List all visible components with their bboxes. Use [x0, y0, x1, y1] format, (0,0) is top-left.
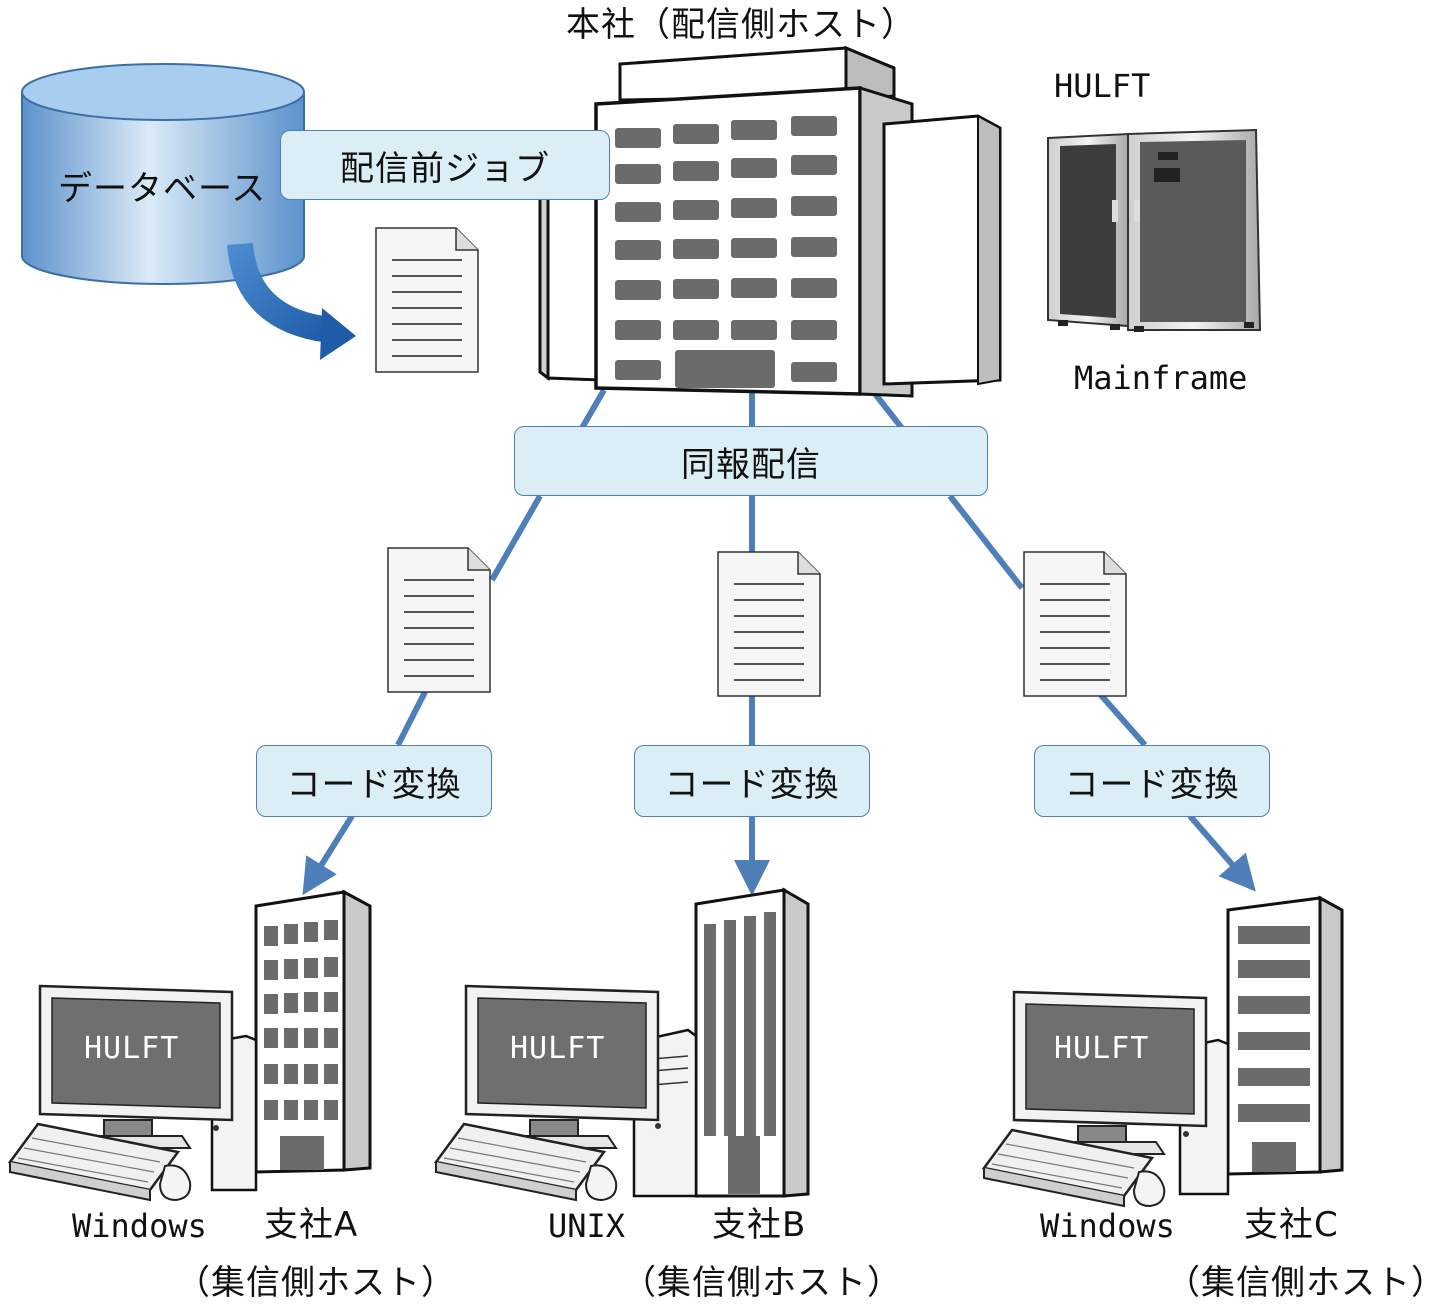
database-icon	[21, 63, 305, 285]
conversion-label-c: コード変換	[1064, 764, 1240, 805]
connector-broadcast-a	[489, 494, 543, 582]
branch-b-name: 支社B	[712, 1205, 807, 1245]
branch-c-name: 支社C	[1244, 1205, 1339, 1245]
conversion-label-b: コード変換	[664, 764, 840, 805]
document-icon-hq	[375, 227, 479, 373]
branch-a-os: Windows	[72, 1207, 207, 1245]
document-icon-branch-a	[387, 547, 491, 693]
connector-doc-a	[395, 690, 428, 747]
document-icon-branch-c	[1023, 551, 1127, 697]
mainframe-hulft-label: HULFT	[1054, 67, 1151, 105]
branch-a-role: （集信側ホスト）	[176, 1263, 456, 1303]
extract-arrow-icon	[227, 242, 332, 343]
pre-job-label: 配信前ジョブ	[340, 148, 550, 189]
connector-lines	[302, 388, 1256, 896]
connector-hq-right	[869, 388, 908, 434]
document-icon-branch-b	[717, 551, 821, 697]
database-label: データベース	[58, 169, 267, 209]
branch-c-pc-icon	[982, 990, 1208, 1208]
extract-arrow-head-icon	[320, 308, 356, 360]
conversion-box-b: コード変換	[634, 745, 870, 817]
connector-broadcast-c	[947, 494, 1025, 590]
broadcast-label: 同報配信	[681, 444, 821, 485]
mainframe-icon	[1047, 128, 1262, 332]
conversion-box-c: コード変換	[1034, 745, 1270, 817]
branch-c-screen-label: HULFT	[1054, 1031, 1150, 1066]
branch-b-building-icon	[694, 887, 810, 1198]
branch-c-os: Windows	[1040, 1207, 1175, 1245]
branch-a-name: 支社A	[264, 1205, 359, 1245]
arrow-to-branch-c	[1187, 814, 1256, 892]
pre-job-box: 配信前ジョブ	[280, 130, 610, 200]
branch-b-screen-label: HULFT	[510, 1031, 606, 1066]
conversion-box-a: コード変換	[256, 745, 492, 817]
branch-a-building-icon	[254, 889, 372, 1174]
branch-b-os: UNIX	[548, 1207, 626, 1245]
arrow-to-branch-a	[302, 814, 355, 896]
mainframe-label: Mainframe	[1074, 359, 1248, 397]
connector-doc-c	[1097, 692, 1148, 747]
broadcast-box: 同報配信	[514, 426, 988, 496]
branch-b-role: （集信側ホスト）	[622, 1263, 902, 1303]
branch-c-role: （集信側ホスト）	[1166, 1263, 1433, 1303]
branch-a-screen-label: HULFT	[84, 1031, 180, 1066]
branch-c-building-icon	[1226, 895, 1344, 1176]
hq-title: 本社（配信側ホスト）	[566, 5, 916, 45]
hq-building-icon	[538, 45, 1002, 398]
conversion-label-a: コード変換	[286, 764, 462, 805]
branch-b-pc-icon	[434, 984, 660, 1202]
branch-a-pc-icon	[8, 984, 234, 1202]
